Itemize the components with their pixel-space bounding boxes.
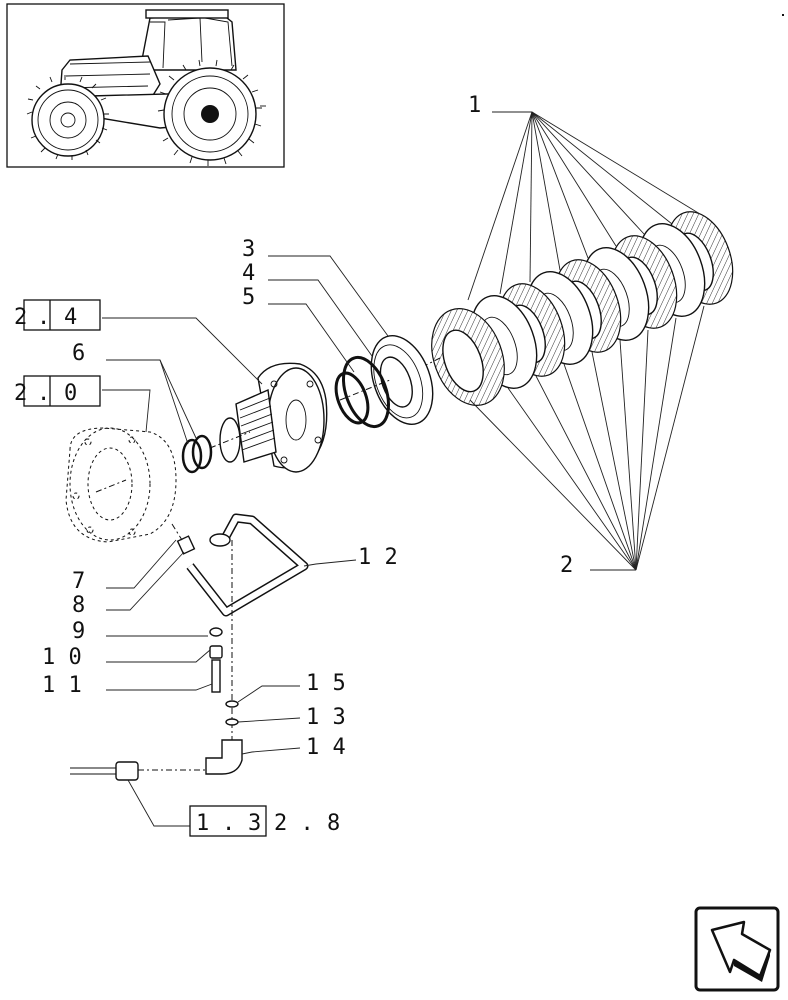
- reference-2-4[interactable]: 2 . 4: [14, 299, 101, 331]
- ref-1-3-dot: .: [222, 811, 235, 836]
- ref-1-3-prefix: 1: [196, 811, 209, 836]
- callout-2: 2: [560, 553, 573, 578]
- ref-2-4-suffix: 4: [64, 305, 77, 330]
- callout-11: 1 1: [42, 673, 82, 698]
- seal-rings: [181, 434, 213, 474]
- ref-1-3-tail: 2 . 8: [274, 811, 340, 836]
- ref-2-0-prefix: 2: [14, 381, 27, 406]
- ref-2-0-dot: .: [37, 381, 50, 406]
- next-page-arrow-icon[interactable]: [694, 906, 780, 992]
- callout-10: 1 0: [42, 645, 82, 670]
- callout-3: 3: [242, 237, 255, 262]
- callout-5: 5: [242, 285, 255, 310]
- leader-lines: [102, 111, 705, 827]
- clutch-disc-pack: [419, 211, 734, 407]
- clutch-hub-housing: [209, 362, 328, 473]
- callout-12: 1 2: [358, 545, 398, 570]
- ref-2-4-dot: .: [37, 305, 50, 330]
- callout-labels: 1 2 3 4 5 6 7 8 9 1 0 1 1 1 2 1 3 1 4 1 …: [42, 93, 573, 760]
- callout-14: 1 4: [306, 735, 346, 760]
- callout-9: 9: [72, 619, 85, 644]
- callout-8: 8: [72, 593, 85, 618]
- callout-13: 1 3: [306, 705, 346, 730]
- ref-1-3-suffix: 3: [248, 811, 261, 836]
- callout-15: 1 5: [306, 671, 346, 696]
- dotted-housing: [65, 427, 177, 543]
- callout-7: 7: [72, 569, 85, 594]
- ref-2-4-prefix: 2: [14, 305, 27, 330]
- piston-and-seals: [334, 335, 434, 429]
- ref-2-0-suffix: 0: [64, 381, 77, 406]
- callout-1: 1: [468, 93, 481, 118]
- reference-2-0[interactable]: 2 . 0: [14, 375, 101, 407]
- callout-4: 4: [242, 261, 255, 286]
- tractor-thumbnail: [6, 3, 285, 168]
- reference-1-3-2-8[interactable]: 1 . 3 2 . 8: [189, 805, 340, 837]
- callout-6: 6: [72, 341, 85, 366]
- oil-pipe-assembly: [70, 513, 309, 781]
